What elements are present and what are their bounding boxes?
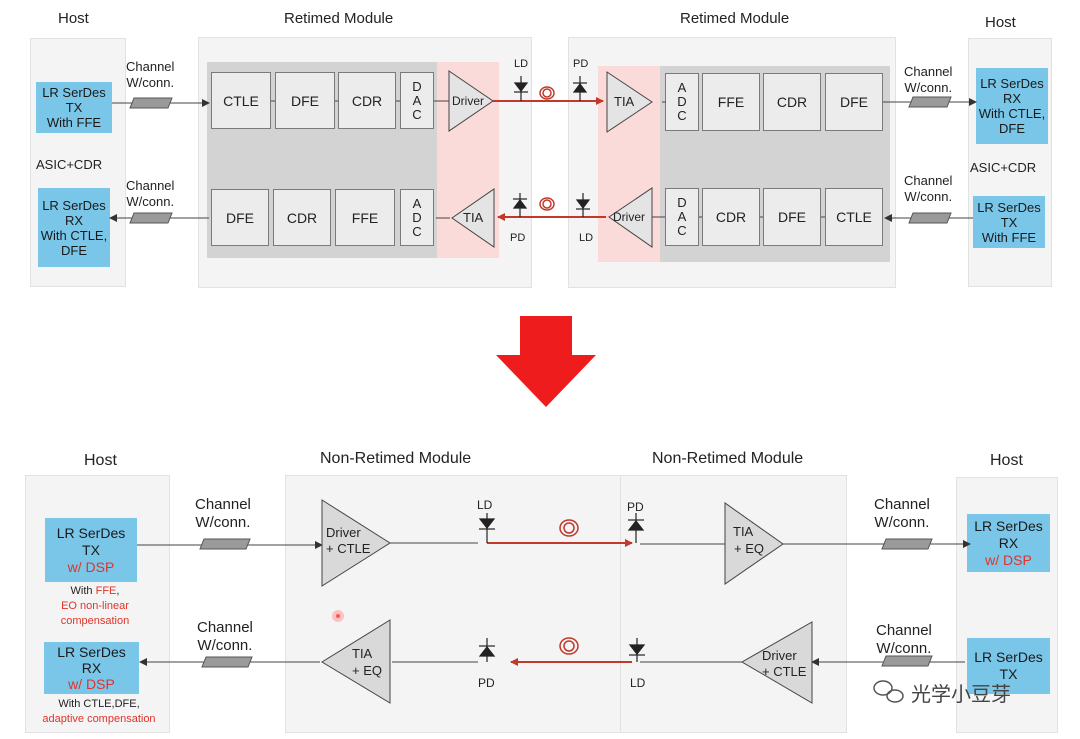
channel-cable-icon bbox=[908, 212, 952, 224]
top-left-serdes-tx: LR SerDes TX With FFE bbox=[36, 82, 112, 133]
tia-amplifier-icon bbox=[606, 71, 653, 133]
left-dfe-block: DFE bbox=[275, 72, 335, 129]
channel-cable-icon bbox=[129, 212, 173, 224]
down-arrow-icon bbox=[496, 316, 596, 407]
svg-text:Driver: Driver bbox=[326, 525, 361, 540]
bottom-right-serdes-rx: LR SerDes RX w/ DSP bbox=[967, 514, 1050, 572]
top-driver-text-2: Driver bbox=[613, 210, 645, 224]
svg-text:+ CTLE: + CTLE bbox=[326, 541, 371, 556]
top-optical-links bbox=[493, 86, 606, 221]
right-dfe-block: DFE bbox=[825, 73, 883, 131]
bottom-host-left-title: Host bbox=[84, 452, 117, 469]
right-bottom-ctle-block: CTLE bbox=[825, 188, 883, 246]
channel-cable-icon bbox=[129, 97, 173, 109]
left-bottom-dfe-block: DFE bbox=[211, 189, 269, 246]
host-left-title: Host bbox=[58, 10, 89, 27]
fiber-coil-icon bbox=[539, 86, 555, 100]
bottom-left-serdes-rx: LR SerDes RX w/ DSP bbox=[44, 642, 139, 694]
channel-cable-icon bbox=[199, 538, 251, 550]
right-ffe-block: FFE bbox=[702, 73, 760, 131]
right-bottom-cdr-block: CDR bbox=[702, 188, 760, 246]
right-cdr-block: CDR bbox=[763, 73, 821, 131]
tia-eq-amplifier-icon bbox=[724, 502, 784, 585]
bottom-diodes bbox=[478, 513, 646, 662]
channel-cable-icon bbox=[881, 655, 933, 667]
driver-amplifier-icon bbox=[608, 187, 653, 248]
svg-text:Driver: Driver bbox=[762, 648, 797, 663]
svg-text:TIA: TIA bbox=[352, 646, 373, 661]
watermark-logo-icon bbox=[873, 680, 904, 703]
host-right-title: Host bbox=[985, 14, 1016, 31]
retimed-module-right-title: Retimed Module bbox=[680, 10, 790, 27]
tia-amplifier-icon bbox=[451, 188, 495, 248]
svg-text:+ CTLE: + CTLE bbox=[762, 664, 807, 679]
top-right-serdes-tx: LR SerDes TX With FFE bbox=[973, 196, 1045, 248]
svg-text:+ EQ: + EQ bbox=[352, 663, 382, 678]
channel-cable-icon bbox=[201, 656, 253, 668]
asic-left-label: ASIC+CDR bbox=[36, 157, 103, 172]
watermark-text: 光学小豆芽 bbox=[911, 682, 1011, 706]
svg-text:TIA: TIA bbox=[733, 524, 754, 539]
tia-eq-amplifier-icon bbox=[321, 619, 391, 704]
top-signal-lines bbox=[109, 98, 977, 222]
bottom-ld-label-1: LD bbox=[477, 498, 493, 512]
top-amplifiers bbox=[448, 70, 653, 248]
non-retimed-module-right-title: Non-Retimed Module bbox=[652, 450, 804, 467]
asic-right-label: ASIC+CDR bbox=[970, 160, 1037, 175]
bottom-right-serdes-tx: LR SerDes TX bbox=[967, 638, 1050, 694]
left-bottom-cdr-block: CDR bbox=[273, 189, 331, 246]
bottom-pd-label-1: PD bbox=[627, 500, 644, 514]
driver-ctle-amplifier-icon bbox=[741, 621, 813, 704]
left-bottom-ffe-block: FFE bbox=[335, 189, 395, 246]
pointer-dot-icon bbox=[332, 610, 344, 622]
left-cdr-block: CDR bbox=[338, 72, 396, 129]
top-ld-label-1: LD bbox=[514, 58, 529, 70]
bottom-host-right-title: Host bbox=[990, 452, 1023, 469]
fiber-coil-icon bbox=[559, 637, 579, 655]
bottom-channel-cables bbox=[199, 538, 933, 668]
top-tia-text-1: TIA bbox=[463, 210, 484, 225]
channel-cable-icon bbox=[908, 96, 952, 108]
top-pd-label-2: PD bbox=[510, 232, 526, 244]
bottom-rx-left-note: With CTLE,DFE, adaptive compensation bbox=[42, 698, 156, 725]
top-right-serdes-rx: LR SerDes RX With CTLE, DFE bbox=[976, 68, 1048, 144]
bottom-tx-left-note: With FFE, EO non-linear compensation bbox=[60, 585, 130, 627]
fiber-coil-icon bbox=[539, 197, 555, 211]
non-retimed-module-left-title: Non-Retimed Module bbox=[320, 450, 472, 467]
top-pd-label-1: PD bbox=[573, 58, 589, 70]
svg-text:+ EQ: + EQ bbox=[734, 541, 764, 556]
top-diodes bbox=[512, 76, 591, 217]
bottom-amplifiers bbox=[321, 499, 813, 704]
bottom-signal-lines bbox=[137, 540, 971, 666]
fiber-coil-icon bbox=[559, 519, 579, 537]
left-ctle-block: CTLE bbox=[211, 72, 271, 129]
bottom-pd-label-2: PD bbox=[478, 676, 495, 690]
channel-cable-icon bbox=[881, 538, 933, 550]
driver-amplifier-icon bbox=[448, 70, 494, 132]
top-tia-text-2: TIA bbox=[614, 94, 635, 109]
bottom-optical-links bbox=[487, 519, 633, 666]
retimed-module-left-title: Retimed Module bbox=[284, 10, 394, 27]
driver-ctle-amplifier-icon bbox=[321, 499, 391, 587]
bottom-left-serdes-tx: LR SerDes TX w/ DSP bbox=[45, 518, 137, 582]
top-channel-cables bbox=[129, 96, 952, 224]
bottom-ld-label-2: LD bbox=[630, 676, 646, 690]
top-ld-label-2: LD bbox=[579, 232, 594, 244]
top-left-serdes-rx: LR SerDes RX With CTLE, DFE bbox=[38, 188, 110, 267]
right-bottom-dfe-block: DFE bbox=[763, 188, 821, 246]
top-driver-text-1: Driver bbox=[452, 94, 484, 108]
